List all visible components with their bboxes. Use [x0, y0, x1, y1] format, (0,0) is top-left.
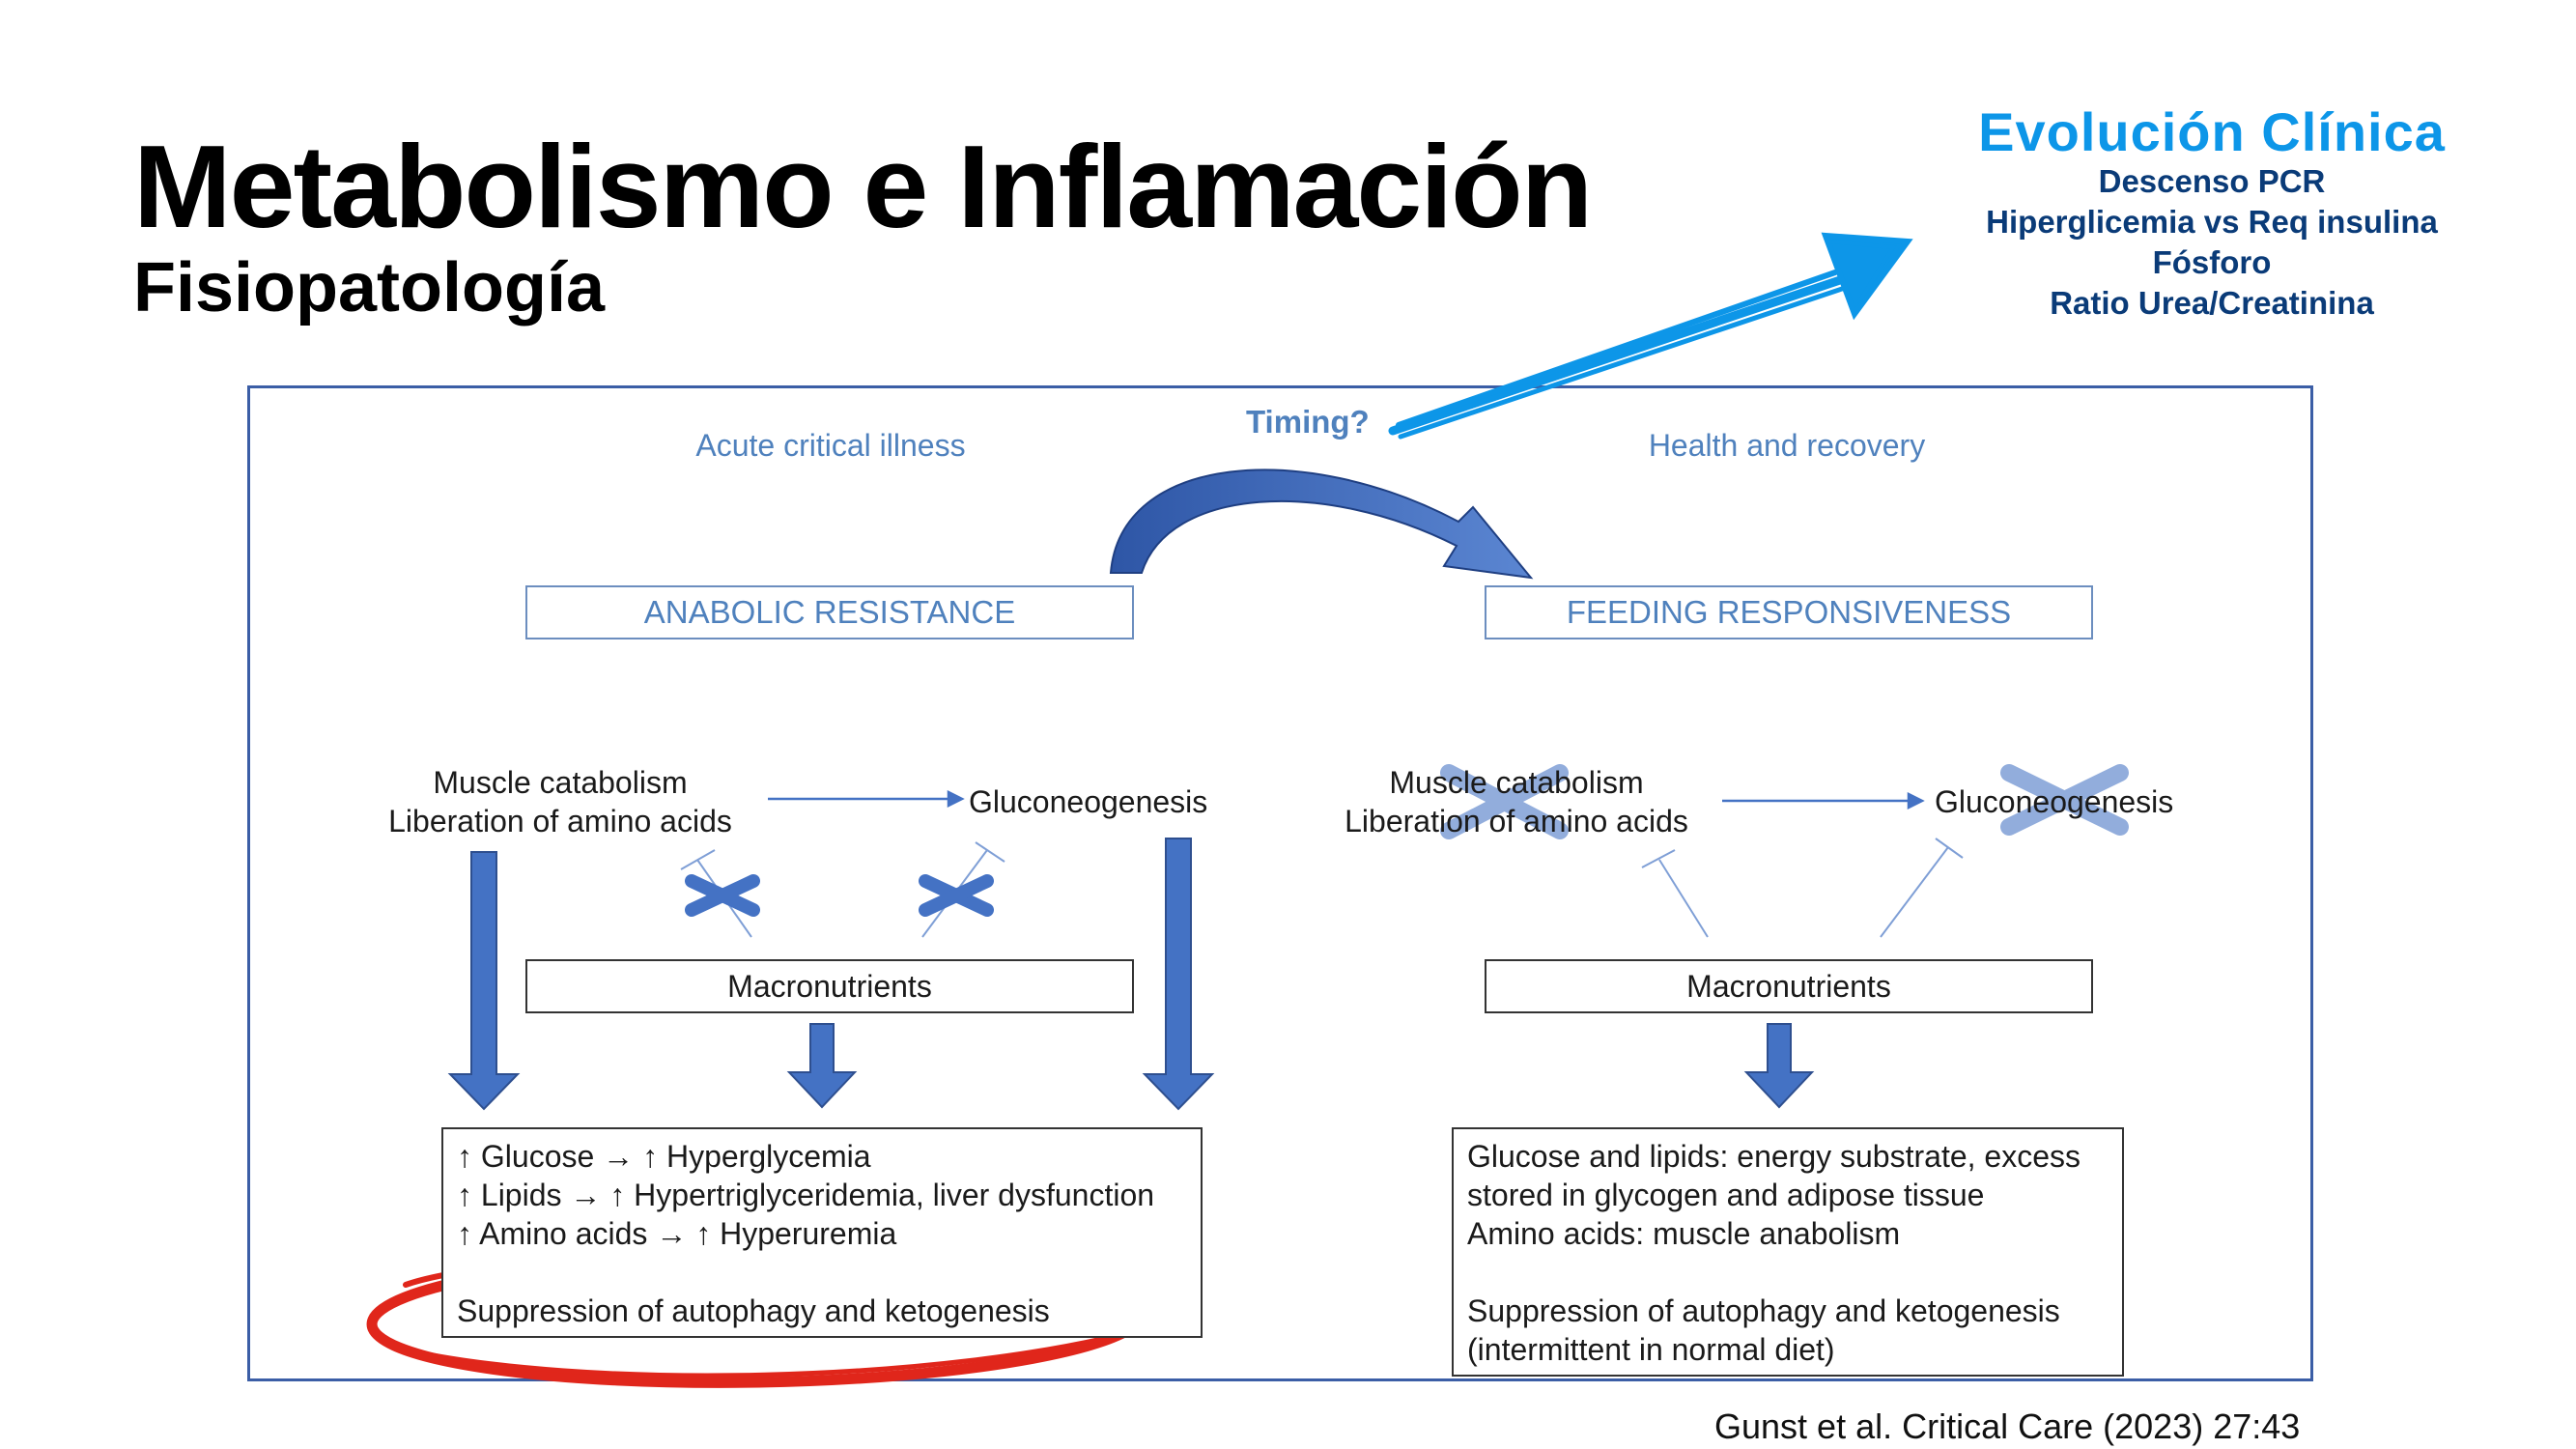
timing-label: Timing? — [1246, 404, 1370, 440]
evolucion-title: Evolución Clínica — [1978, 101, 2446, 162]
outcome-line: stored in glycogen and adipose tissue — [1467, 1178, 1985, 1212]
outcome-line — [457, 1253, 1187, 1292]
citation: Gunst et al. Critical Care (2023) 27:43 — [1714, 1406, 2301, 1446]
evolucion-line: Descenso PCR — [2098, 162, 2326, 199]
right-catabolism-node: Muscle catabolism Liberation of amino ac… — [1323, 763, 1710, 840]
outcome-line: ↑ Glucose → ↑ Hyperglycemia — [457, 1139, 871, 1174]
anabolic-resistance-box: ANABOLIC RESISTANCE — [525, 585, 1134, 639]
evolucion-line: Hiperglicemia vs Req insulina — [1986, 203, 2438, 240]
feeding-responsiveness-box: FEEDING RESPONSIVENESS — [1485, 585, 2093, 639]
slide-subtitle: Fisiopatología — [133, 249, 606, 327]
right-macronutrients-box: Macronutrients — [1485, 959, 2093, 1013]
left-macronutrients-box: Macronutrients — [525, 959, 1134, 1013]
evolucion-line: Fósforo — [2152, 243, 2272, 280]
diagram-frame — [247, 385, 2313, 1381]
outcome-line: Glucose and lipids: energy substrate, ex… — [1467, 1139, 2081, 1174]
left-gluconeogenesis-node: Gluconeogenesis — [969, 784, 1208, 819]
outcome-line: (intermittent in normal diet) — [1467, 1332, 1835, 1367]
outcome-line — [1467, 1253, 2109, 1292]
right-gluconeogenesis-node: Gluconeogenesis — [1935, 784, 2174, 819]
left-phase-label: Acute critical illness — [695, 428, 966, 463]
outcome-line: Suppression of autophagy and ketogenesis — [1467, 1293, 2060, 1328]
right-outcome-box: Glucose and lipids: energy substrate, ex… — [1452, 1127, 2124, 1377]
node-line: Liberation of amino acids — [388, 804, 732, 838]
left-outcome-box: ↑ Glucose → ↑ Hyperglycemia ↑ Lipids → ↑… — [441, 1127, 1203, 1338]
evolucion-clinica-annotation: Evolución Clínica Descenso PCR Hiperglic… — [1912, 101, 2511, 324]
node-line: Muscle catabolism — [433, 765, 688, 800]
outcome-line: ↑ Lipids → ↑ Hypertriglyceridemia, liver… — [457, 1178, 1155, 1212]
right-phase-label: Health and recovery — [1648, 428, 1926, 463]
outcome-line: ↑ Amino acids → ↑ Hyperuremia — [457, 1216, 897, 1251]
outcome-line: Amino acids: muscle anabolism — [1467, 1216, 1901, 1251]
left-catabolism-node: Muscle catabolism Liberation of amino ac… — [367, 763, 753, 840]
outcome-line: Suppression of autophagy and ketogenesis — [457, 1293, 1050, 1328]
slide-title: Metabolismo e Inflamación — [133, 121, 1593, 252]
evolucion-line: Ratio Urea/Creatinina — [2050, 284, 2374, 321]
node-line: Liberation of amino acids — [1345, 804, 1688, 838]
node-line: Muscle catabolism — [1389, 765, 1644, 800]
